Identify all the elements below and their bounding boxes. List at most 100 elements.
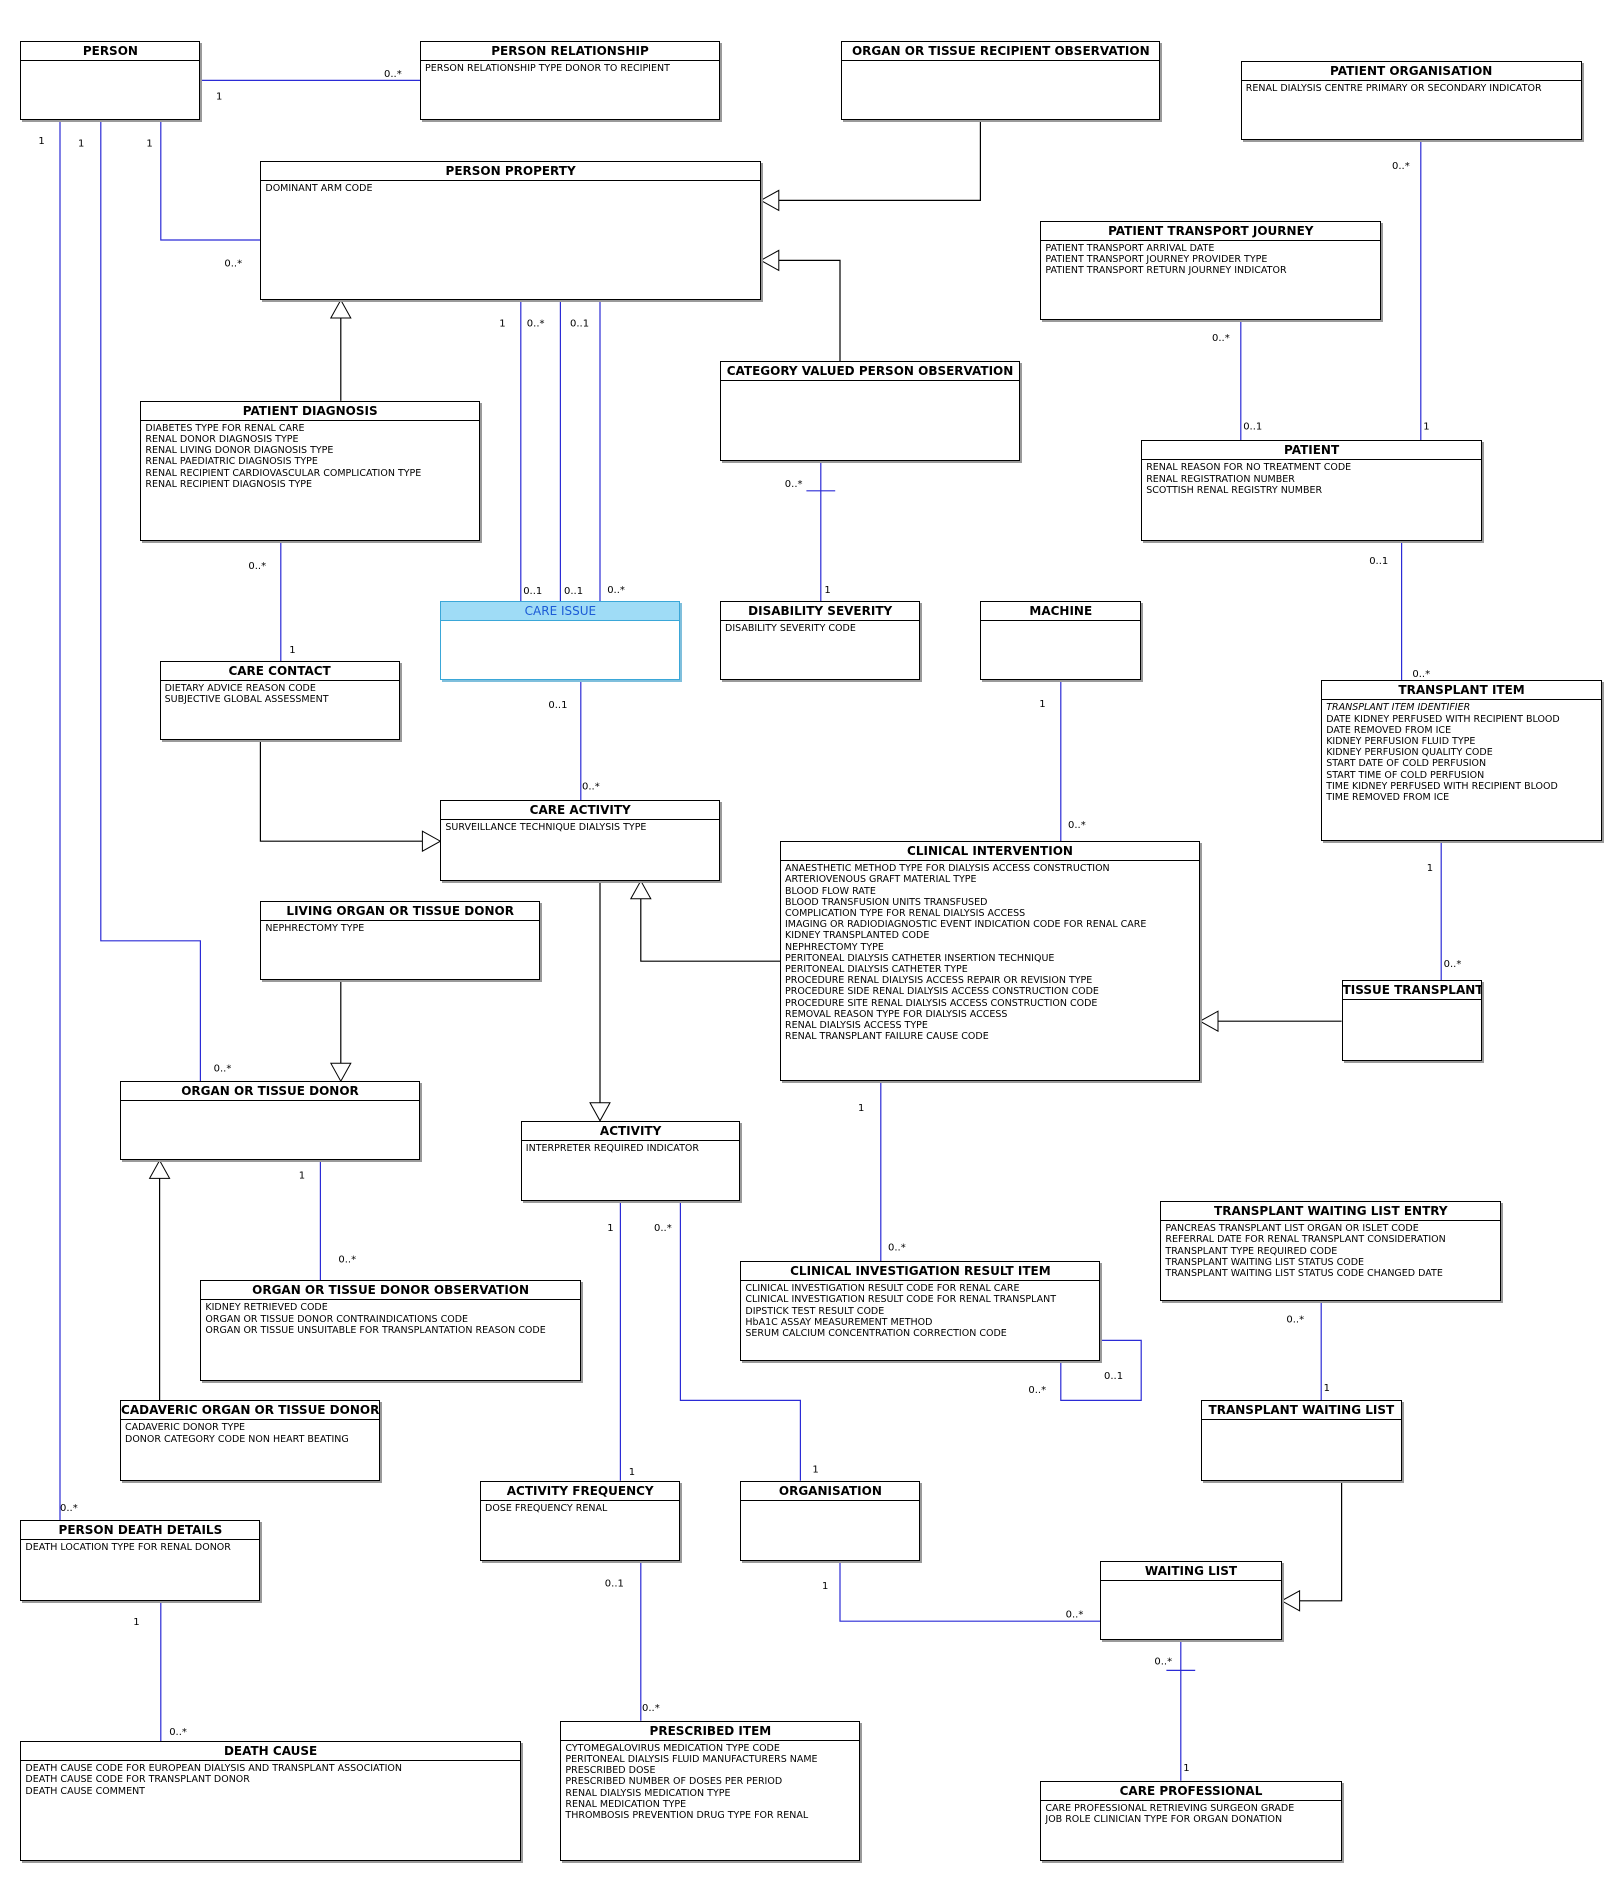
- generalization-line: [761, 260, 841, 362]
- multiplicity-label: 1: [824, 585, 830, 596]
- attribute-list: [741, 1501, 919, 1505]
- multiplicity-label: 0..*: [169, 1727, 187, 1738]
- entity-name: PERSON DEATH DETAILS: [21, 1521, 260, 1541]
- entity-attribute: CARE PROFESSIONAL RETRIEVING SURGEON GRA…: [1045, 1802, 1295, 1814]
- association-line: [839, 1561, 1101, 1622]
- multiplicity-label: 0..1: [605, 1578, 624, 1589]
- attribute-list: CLINICAL INVESTIGATION RESULT CODE FOR R…: [741, 1281, 1099, 1341]
- entity-care-issue[interactable]: CARE ISSUE: [440, 601, 681, 681]
- association-line: [1060, 1339, 1142, 1402]
- entity-category-valued-person-observation[interactable]: CATEGORY VALUED PERSON OBSERVATION: [720, 361, 1020, 461]
- multiplicity-label: 0..*: [1068, 820, 1086, 831]
- entity-attribute: RENAL DIALYSIS CENTRE PRIMARY OR SECONDA…: [1245, 83, 1542, 95]
- entity-name: ORGAN OR TISSUE DONOR OBSERVATION: [201, 1281, 580, 1301]
- entity-attribute: RENAL RECIPIENT DIAGNOSIS TYPE: [145, 478, 313, 490]
- entity-transplant-waiting-list[interactable]: TRANSPLANT WAITING LIST: [1201, 1400, 1402, 1481]
- entity-name: ORGAN OR TISSUE DONOR: [121, 1082, 419, 1102]
- entity-organ-or-tissue-recipient-observation[interactable]: ORGAN OR TISSUE RECIPIENT OBSERVATION: [841, 40, 1161, 120]
- entity-attribute: DOSE FREQUENCY RENAL: [485, 1502, 608, 1514]
- multiplicity-label: 0..*: [1286, 1314, 1304, 1325]
- multiplicity-label: 1: [499, 318, 505, 329]
- attribute-list: NEPHRECTOMY TYPE: [261, 921, 539, 936]
- entity-attribute: RENAL DIALYSIS ACCESS TYPE: [785, 1020, 928, 1032]
- entity-organ-or-tissue-donor[interactable]: ORGAN OR TISSUE DONOR: [120, 1081, 420, 1161]
- multiplicity-label: 0..*: [384, 69, 402, 80]
- entity-person[interactable]: PERSON: [20, 40, 201, 120]
- entity-attribute: START DATE OF COLD PERFUSION: [1326, 758, 1487, 770]
- entity-waiting-list[interactable]: WAITING LIST: [1100, 1561, 1282, 1641]
- multiplicity-label: 0..1: [523, 586, 542, 597]
- entity-attribute: RENAL PAEDIATRIC DIAGNOSIS TYPE: [145, 456, 318, 468]
- multiplicity-label: 1: [1039, 699, 1045, 710]
- entity-organisation[interactable]: ORGANISATION: [740, 1480, 921, 1562]
- entity-attribute: TIME REMOVED FROM ICE: [1326, 792, 1450, 804]
- association-line: [160, 120, 261, 241]
- multiplicity-label: 0..*: [888, 1242, 906, 1253]
- attribute-list: [121, 1101, 419, 1105]
- entity-name: PERSON: [21, 42, 200, 61]
- entity-attribute: SCOTTISH RENAL REGISTRY NUMBER: [1146, 484, 1323, 496]
- entity-attribute: BLOOD TRANSFUSION UNITS TRANSFUSED: [785, 896, 988, 908]
- multiplicity-label: 0..*: [224, 258, 242, 269]
- multiplicity-label: 0..*: [60, 1503, 78, 1514]
- multiplicity-label: 1: [216, 92, 222, 103]
- multiplicity-label: 1: [1423, 422, 1429, 433]
- attribute-list: CARE PROFESSIONAL RETRIEVING SURGEON GRA…: [1041, 1801, 1340, 1827]
- attribute-list: [1343, 1000, 1481, 1004]
- entity-name: ACTIVITY: [521, 1122, 740, 1141]
- entity-tissue-transplant[interactable]: TISSUE TRANSPLANT: [1341, 980, 1482, 1061]
- entity-attribute: KIDNEY RETRIEVED CODE: [205, 1302, 328, 1314]
- entity-name: CARE ISSUE: [441, 602, 680, 622]
- attribute-list: DOMINANT ARM CODE: [261, 181, 759, 196]
- entity-attribute: DIABETES TYPE FOR RENAL CARE: [145, 422, 305, 434]
- attribute-list: RENAL DIALYSIS CENTRE PRIMARY OR SECONDA…: [1242, 81, 1581, 96]
- entity-attribute: RENAL TRANSPLANT FAILURE CAUSE CODE: [785, 1031, 989, 1043]
- entity-name: PERSON RELATIONSHIP: [421, 42, 719, 61]
- entity-attribute: NEPHRECTOMY TYPE: [785, 941, 884, 953]
- entity-machine[interactable]: MACHINE: [980, 601, 1142, 681]
- entity-attribute: DOMINANT ARM CODE: [265, 182, 373, 194]
- multiplicity-label: 0..*: [785, 479, 803, 490]
- entity-name: CADAVERIC ORGAN OR TISSUE DONOR: [121, 1401, 380, 1421]
- entity-attribute: COMPLICATION TYPE FOR RENAL DIALYSIS ACC…: [785, 908, 1026, 919]
- attribute-list: PERSON RELATIONSHIP TYPE DONOR TO RECIPI…: [421, 61, 719, 76]
- entity-name: CARE CONTACT: [160, 662, 399, 682]
- entity-attribute: DISABILITY SEVERITY CODE: [725, 623, 856, 635]
- entity-attribute: DIPSTICK TEST RESULT CODE: [745, 1305, 885, 1317]
- association-line: [100, 120, 201, 1082]
- entity-name: PRESCRIBED ITEM: [561, 1722, 860, 1741]
- entity-attribute: DEATH CAUSE COMMENT: [25, 1785, 145, 1797]
- entity-attribute: KIDNEY PERFUSION FLUID TYPE: [1326, 736, 1476, 747]
- entity-attribute: ORGAN OR TISSUE UNSUITABLE FOR TRANSPLAN…: [205, 1324, 546, 1336]
- multiplicity-label: 1: [299, 1170, 305, 1181]
- entity-name: CLINICAL INTERVENTION: [781, 842, 1199, 862]
- multiplicity-label: 0..*: [1444, 959, 1462, 970]
- entity-attribute: REMOVAL REASON TYPE FOR DIALYSIS ACCESS: [785, 1008, 1008, 1020]
- entity-attribute: RENAL MEDICATION TYPE: [565, 1798, 687, 1810]
- attribute-list: [1202, 1420, 1400, 1424]
